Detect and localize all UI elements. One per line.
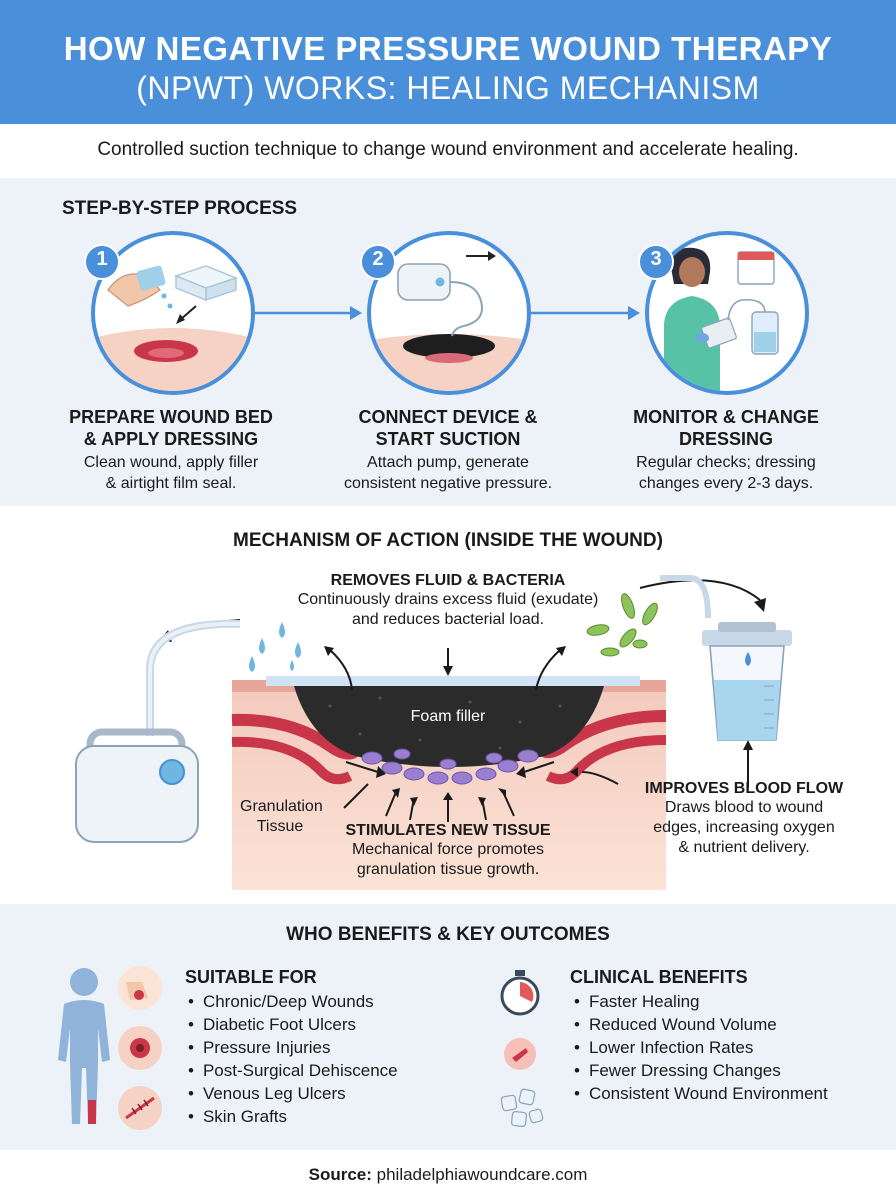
step3-title: MONITOR & CHANGE DRESSING	[606, 406, 846, 450]
step2-title-line2: START SUCTION	[375, 429, 521, 449]
list-item: Fewer Dressing Changes	[574, 1059, 828, 1082]
mechanism-section: MECHANISM OF ACTION (INSIDE THE WOUND)	[0, 510, 896, 902]
blood-flow-line1: Draws blood to wound	[664, 799, 824, 816]
clinical-benefits-title: CLINICAL BENEFITS	[570, 967, 748, 987]
list-item: Faster Healing	[574, 990, 828, 1013]
step2-number: 2	[372, 248, 384, 270]
step2-title: CONNECT DEVICE & START SUCTION	[328, 406, 568, 450]
steps-section-title: STEP-BY-STEP PROCESS	[62, 198, 298, 219]
list-item: Chronic/Deep Wounds	[188, 990, 398, 1013]
list-item: Lower Infection Rates	[574, 1036, 828, 1059]
benefits-section: WHO BENEFITS & KEY OUTCOMES SUITABLE FOR…	[0, 904, 896, 1150]
step2-title-line1: CONNECT DEVICE &	[358, 407, 538, 427]
step1-title: PREPARE WOUND BED & APPLY DRESSING	[51, 406, 291, 450]
step2-desc-line2: consistent negative pressure.	[343, 475, 553, 492]
step2-badge	[360, 244, 396, 280]
mechanism-section-title: MECHANISM OF ACTION (INSIDE THE WOUND)	[233, 530, 663, 551]
source-link: philadelphiawoundcare.com	[376, 1165, 588, 1184]
step3-number: 3	[650, 248, 662, 270]
step3-desc: Regular checks; dressing changes every 2…	[596, 452, 856, 494]
step2-desc: Attach pump, generate consistent negativ…	[318, 452, 578, 494]
step1-desc: Clean wound, apply filler & airtight fil…	[41, 452, 301, 494]
step1-number: 1	[96, 248, 108, 270]
step2-illustration	[367, 231, 531, 395]
wound-cross-section	[75, 575, 792, 890]
step1-desc-line1: Clean wound, apply filler	[83, 454, 259, 471]
blood-flow-line3: & nutrient delivery.	[678, 839, 810, 856]
removes-fluid-line1: Continuously drains excess fluid (exudat…	[297, 591, 599, 608]
step3-title-line1: MONITOR & CHANGE	[633, 407, 819, 427]
wound-icons	[118, 966, 162, 1130]
page-title-line1: HOW NEGATIVE PRESSURE WOUND THERAPY	[63, 30, 833, 67]
step3-desc-line1: Regular checks; dressing	[636, 454, 816, 471]
benefit-icons	[500, 970, 544, 1127]
page-title-line2: (NPWT) WORKS: HEALING MECHANISM	[136, 70, 760, 106]
clinical-benefits-list: Faster Healing Reduced Wound Volume Lowe…	[574, 990, 828, 1105]
suitable-for-title: SUITABLE FOR	[185, 967, 317, 987]
step3-title-line2: DRESSING	[678, 429, 774, 449]
step2-desc-line1: Attach pump, generate	[367, 454, 529, 471]
list-item: Reduced Wound Volume	[574, 1013, 828, 1036]
step3-badge	[638, 244, 674, 280]
granulation-label-line1: Granulation	[240, 798, 323, 815]
benefits-section-title: WHO BENEFITS & KEY OUTCOMES	[286, 924, 610, 945]
step-arrows	[252, 306, 640, 320]
step3-desc-line2: changes every 2-3 days.	[638, 475, 814, 492]
list-item: Diabetic Foot Ulcers	[188, 1013, 398, 1036]
step1-title-line2: & APPLY DRESSING	[83, 429, 259, 449]
blood-flow-line2: edges, increasing oxygen	[653, 819, 835, 836]
source-label: Source:	[308, 1165, 372, 1184]
granulation-label-line2: Tissue	[256, 818, 304, 835]
stimulates-tissue-line2: granulation tissue growth.	[356, 861, 540, 878]
steps-section: STEP-BY-STEP PROCESS 1 PREPARE WOUND	[0, 178, 896, 506]
list-item: Venous Leg Ulcers	[188, 1082, 398, 1105]
page-subtitle: Controlled suction technique to change w…	[97, 139, 799, 160]
blood-flow-block: IMPROVES BLOOD FLOW Draws blood to wound…	[624, 780, 864, 858]
granulation-tissue-label: Granulation Tissue	[240, 797, 323, 837]
step1-badge	[84, 244, 120, 280]
removes-fluid-heading: REMOVES FLUID & BACTERIA	[330, 572, 566, 589]
stimulates-tissue-line1: Mechanical force promotes	[351, 841, 545, 858]
human-figure-icon	[58, 968, 110, 1124]
stimulates-tissue-block: STIMULATES NEW TISSUE Mechanical force p…	[318, 822, 578, 880]
list-item: Consistent Wound Environment	[574, 1082, 828, 1105]
step1-title-line1: PREPARE WOUND BED	[69, 407, 273, 427]
step3-illustration	[645, 231, 809, 395]
list-item: Skin Grafts	[188, 1105, 398, 1128]
list-item: Post-Surgical Dehiscence	[188, 1059, 398, 1082]
suitable-for-list: Chronic/Deep Wounds Diabetic Foot Ulcers…	[188, 990, 398, 1128]
removes-fluid-line2: and reduces bacterial load.	[351, 611, 545, 628]
step1-illustration	[91, 231, 255, 395]
foam-filler-label: Foam filler	[410, 708, 486, 725]
page-header: HOW NEGATIVE PRESSURE WOUND THERAPY (NPW…	[0, 0, 896, 124]
source-line: Source: philadelphiawoundcare.com	[0, 1165, 896, 1185]
stimulates-tissue-heading: STIMULATES NEW TISSUE	[345, 822, 551, 839]
blood-flow-heading: IMPROVES BLOOD FLOW	[644, 780, 844, 797]
list-item: Pressure Injuries	[188, 1036, 398, 1059]
removes-fluid-block: REMOVES FLUID & BACTERIA Continuously dr…	[250, 572, 646, 630]
step1-desc-line2: & airtight film seal.	[105, 475, 237, 492]
